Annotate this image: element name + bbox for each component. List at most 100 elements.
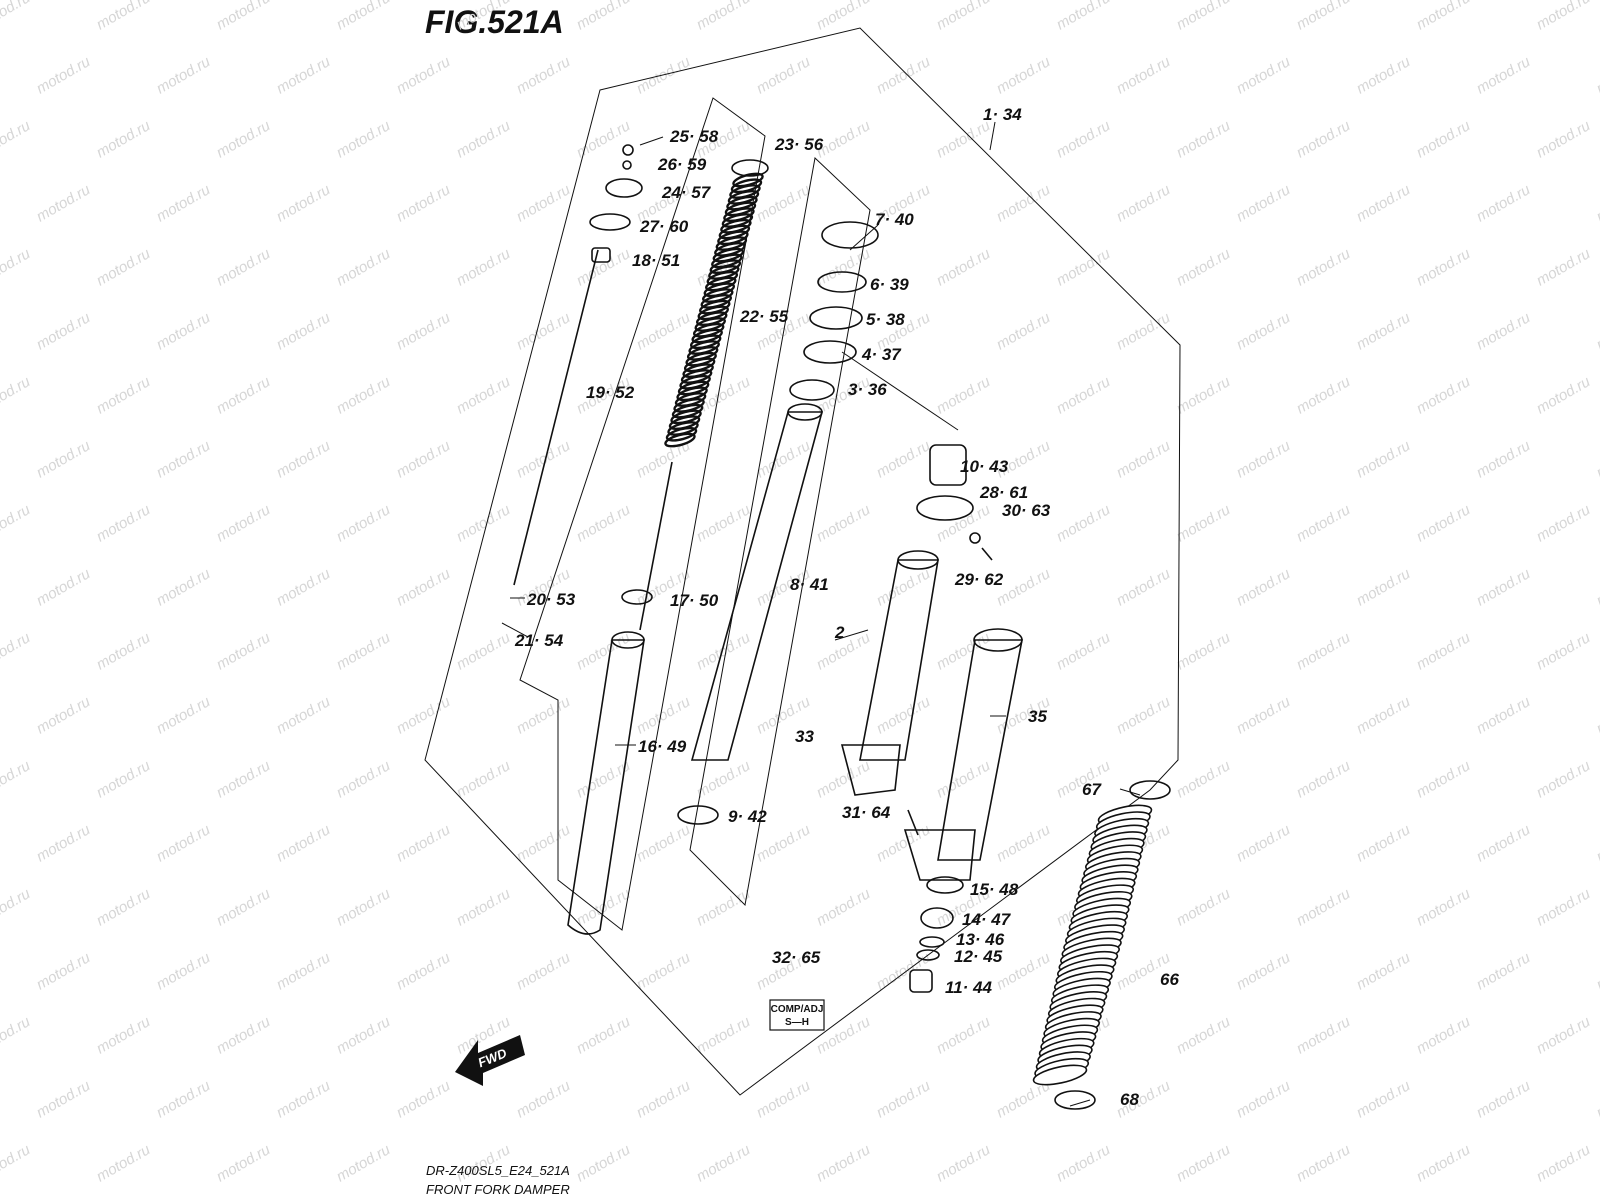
watermark-text: motod.ru xyxy=(1114,181,1174,226)
outer-tube-35-top xyxy=(973,628,1023,652)
watermark-text: motod.ru xyxy=(934,501,994,546)
watermark-text: motod.ru xyxy=(0,0,34,33)
outer-tube-2 xyxy=(859,559,939,761)
washer-30 xyxy=(969,532,981,544)
watermark-text: motod.ru xyxy=(394,821,454,866)
watermark-text: motod.ru xyxy=(214,757,274,802)
callout-68: 68 xyxy=(1120,1090,1139,1109)
watermark-text: motod.ru xyxy=(514,1077,574,1122)
watermark-text: motod.ru xyxy=(934,245,994,290)
watermark-text: motod.ru xyxy=(1234,821,1294,866)
watermark-text: motod.ru xyxy=(154,949,214,994)
watermark-text: motod.ru xyxy=(874,693,934,738)
oil-seal-5 xyxy=(809,306,863,330)
watermark-text: motod.ru xyxy=(274,309,334,354)
badge-line-2: S—H xyxy=(785,1017,809,1028)
inner-tube xyxy=(690,411,824,761)
watermark-text: motod.ru xyxy=(994,181,1054,226)
watermark-text: motod.ru xyxy=(1594,565,1600,610)
watermark-text: motod.ru xyxy=(34,821,94,866)
watermark-text: motod.ru xyxy=(214,1141,274,1186)
watermark-text: motod.ru xyxy=(1534,629,1594,674)
watermark-text: motod.ru xyxy=(694,0,754,33)
figure-caption: FRONT FORK DAMPER xyxy=(426,1182,570,1197)
watermark-text: motod.ru xyxy=(514,437,574,482)
washer-26 xyxy=(622,160,632,170)
retainer-4 xyxy=(803,340,857,364)
inner-tube-top xyxy=(787,403,823,421)
damper-rod xyxy=(513,249,599,586)
watermark-text: motod.ru xyxy=(1354,181,1414,226)
watermark-text: motod.ru xyxy=(694,1141,754,1186)
watermark-text: motod.ru xyxy=(934,373,994,418)
watermark-text: motod.ru xyxy=(814,1141,874,1186)
watermark-text: motod.ru xyxy=(1054,373,1114,418)
watermark-text: motod.ru xyxy=(94,885,154,930)
callout-26-59: 26· 59 xyxy=(657,155,707,174)
comp-adj-label-badge: COMP/ADJ S—H xyxy=(769,999,825,1031)
outer-tube-35 xyxy=(937,639,1023,861)
watermark-text: motod.ru xyxy=(1294,629,1354,674)
watermark-text: motod.ru xyxy=(934,629,994,674)
band-68 xyxy=(1054,1090,1096,1110)
watermark-text: motod.ru xyxy=(1474,565,1534,610)
callout-6-39: 6· 39 xyxy=(870,275,909,294)
watermark-text: motod.ru xyxy=(1114,565,1174,610)
watermark-text: motod.ru xyxy=(574,501,634,546)
screw-25 xyxy=(622,144,634,156)
watermark-text: motod.ru xyxy=(1294,757,1354,802)
watermark-text: motod.ru xyxy=(1354,309,1414,354)
watermark-text: motod.ru xyxy=(1234,437,1294,482)
watermark-text: motod.ru xyxy=(334,1013,394,1058)
watermark-text: motod.ru xyxy=(814,757,874,802)
watermark-text: motod.ru xyxy=(1534,885,1594,930)
watermark-text: motod.ru xyxy=(1414,757,1474,802)
watermark-text: motod.ru xyxy=(814,0,874,33)
dust-seal-7 xyxy=(821,221,879,249)
watermark-text: motod.ru xyxy=(634,1077,694,1122)
watermark-text: motod.ru xyxy=(1414,1013,1474,1058)
watermark-text: motod.ru xyxy=(94,501,154,546)
watermark-text: motod.ru xyxy=(1234,565,1294,610)
fork-cap-bolt xyxy=(605,178,643,198)
callout-11-44: 11· 44 xyxy=(945,978,992,997)
watermark-text: motod.ru xyxy=(34,565,94,610)
watermark-text: motod.ru xyxy=(1354,53,1414,98)
watermark-text: motod.ru xyxy=(934,1013,994,1058)
watermark-text: motod.ru xyxy=(154,821,214,866)
o-ring-12 xyxy=(916,949,940,961)
watermark-text: motod.ru xyxy=(1174,885,1234,930)
model-code: DR-Z400SL5_E24_521A xyxy=(426,1163,570,1178)
cap-14 xyxy=(920,907,954,929)
watermark-text: motod.ru xyxy=(94,1141,154,1186)
watermark-text: motod.ru xyxy=(274,181,334,226)
callout-13-46: 13· 46 xyxy=(956,930,1005,949)
watermark-text: motod.ru xyxy=(214,629,274,674)
callout-12-45: 12· 45 xyxy=(954,947,1003,966)
watermark-text: motod.ru xyxy=(1234,53,1294,98)
callout-23-56: 23· 56 xyxy=(774,135,824,154)
watermark-text: motod.ru xyxy=(1594,53,1600,98)
watermark-text: motod.ru xyxy=(94,1013,154,1058)
watermark-text: motod.ru xyxy=(1474,181,1534,226)
watermark-text: motod.ru xyxy=(454,0,514,33)
watermark-text: motod.ru xyxy=(334,501,394,546)
watermark-text: motod.ru xyxy=(1174,373,1234,418)
watermark-text: motod.ru xyxy=(1474,1077,1534,1122)
watermark-text: motod.ru xyxy=(1534,0,1594,33)
watermark-text: motod.ru xyxy=(154,693,214,738)
piston-rod xyxy=(639,461,673,631)
callout-28-61: 28· 61 xyxy=(979,483,1028,502)
callout-14-47: 14· 47 xyxy=(962,910,1012,929)
axle-bracket-35 xyxy=(903,829,976,881)
watermark-text: motod.ru xyxy=(874,949,934,994)
watermark-text: motod.ru xyxy=(1474,949,1534,994)
watermark-text: motod.ru xyxy=(1174,501,1234,546)
watermark-text: motod.ru xyxy=(1414,0,1474,33)
watermark-text: motod.ru xyxy=(934,757,994,802)
inner-cartridge-boundary xyxy=(519,97,766,931)
watermark-text: motod.ru xyxy=(1174,245,1234,290)
watermark-text: motod.ru xyxy=(514,53,574,98)
watermark-text: motod.ru xyxy=(1534,757,1594,802)
